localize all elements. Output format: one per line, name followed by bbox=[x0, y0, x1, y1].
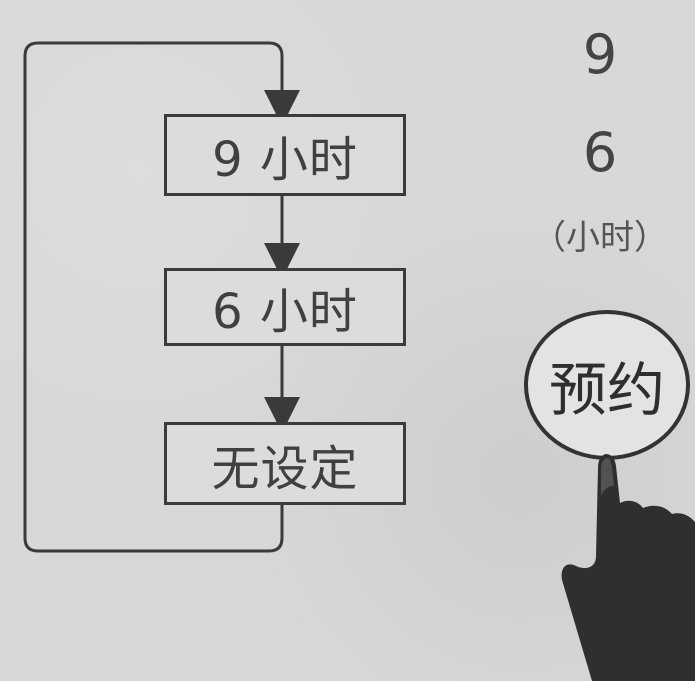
display-unit-label: （小时） bbox=[532, 218, 668, 258]
display-digit-9: 9 bbox=[582, 23, 618, 86]
display-digit-6: 6 bbox=[582, 121, 618, 184]
loop-back-connector bbox=[23, 41, 300, 553]
reserve-button[interactable]: 预约 bbox=[524, 310, 690, 460]
mode-6-hours: 6 小时 bbox=[164, 268, 406, 346]
mode-9-hours: 9 小时 bbox=[164, 114, 406, 196]
mode-no-setting: 无设定 bbox=[164, 422, 406, 505]
